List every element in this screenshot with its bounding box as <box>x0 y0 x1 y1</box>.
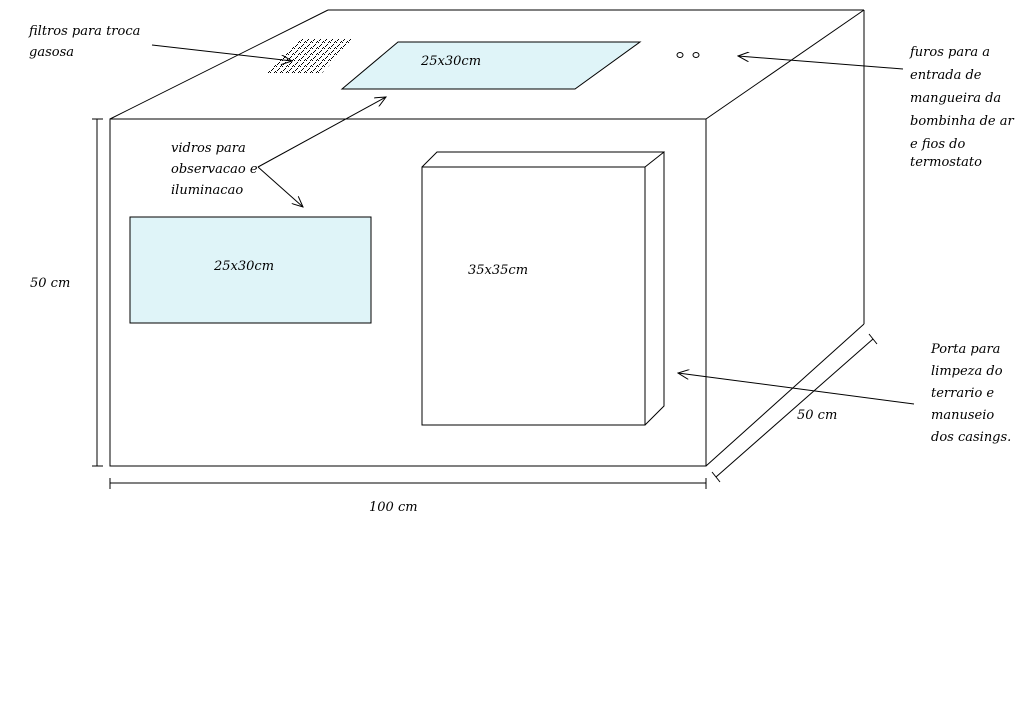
holes-label-line-1: furos para a <box>909 45 990 60</box>
height-dimension <box>92 118 103 467</box>
glass-arrow-to-top <box>257 97 386 168</box>
holes-label-line-3: mangueira da <box>910 91 1001 106</box>
width-label: 100 cm <box>369 500 418 515</box>
box-front-face <box>109 118 707 467</box>
door-arrow <box>678 373 915 405</box>
filter-annotation: filtros para troca gasosa <box>28 24 292 61</box>
hole-1 <box>676 52 684 58</box>
door-label-line-2: limpeza do <box>931 364 1003 379</box>
holes-label-line-4: bombinha de ar <box>910 114 1014 129</box>
glass-annotation: vidros para observacao e iluminacao <box>171 97 386 207</box>
filter-label-line-2: gasosa <box>29 45 74 60</box>
top-glass-window <box>340 41 642 90</box>
holes-label-line-2: entrada de <box>910 68 982 83</box>
depth-label: 50 cm <box>797 408 837 423</box>
glass-label-line-2: observacao e <box>171 162 258 177</box>
door-size-label: 35x35cm <box>468 263 528 278</box>
filter-label-line-1: filtros para troca <box>28 24 140 39</box>
height-label: 50 cm <box>30 276 70 291</box>
width-dimension <box>109 478 707 489</box>
depth-dimension <box>711 333 878 483</box>
box-bottom-right-edge <box>705 323 865 467</box>
top-window-size-label: 25x30cm <box>420 54 481 69</box>
door-side <box>644 150 665 426</box>
front-glass-window <box>129 216 372 324</box>
glass-label-line-1: vidros para <box>171 141 246 156</box>
holes-label-line-6: termostato <box>910 155 982 170</box>
door-label-line-3: terrario e <box>931 386 994 401</box>
holes-arrow <box>738 56 904 70</box>
box-top-right-edge <box>705 9 865 120</box>
door-label-line-1: Porta para <box>930 342 1000 357</box>
holes-annotation: furos para a entrada de mangueira da bom… <box>738 45 1014 170</box>
glass-label-line-3: iluminacao <box>171 183 243 198</box>
door-front <box>421 166 646 426</box>
gas-exchange-filter <box>266 39 354 73</box>
glass-arrow-to-front <box>257 166 303 207</box>
holes-label-line-5: e fios do <box>910 137 965 152</box>
door-annotation: Porta para limpeza do terrario e manusei… <box>678 342 1011 445</box>
door-label-line-5: dos casings. <box>931 430 1011 445</box>
access-door <box>421 150 665 426</box>
door-top <box>421 151 664 168</box>
front-window-size-label: 25x30cm <box>213 259 274 274</box>
door-label-line-4: manuseio <box>931 408 994 423</box>
hole-2 <box>692 52 700 58</box>
box-top-left-edge <box>109 9 329 120</box>
filter-arrow <box>151 44 292 61</box>
terrarium-box <box>109 9 865 467</box>
